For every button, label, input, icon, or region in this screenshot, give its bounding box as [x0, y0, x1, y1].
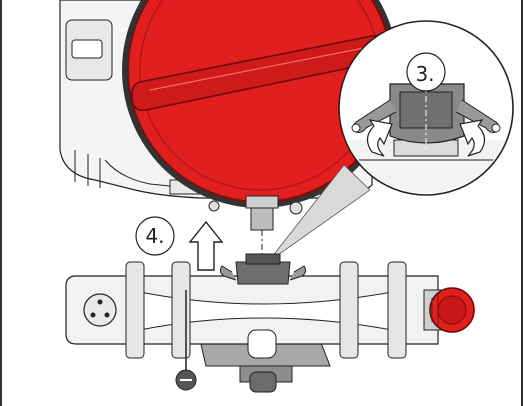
- up-arrow-icon: [188, 220, 224, 271]
- red-lid: [122, 0, 398, 208]
- callout-pointer: [267, 164, 371, 263]
- pump-manifold: [65, 253, 439, 393]
- tank-outlet: [208, 195, 303, 231]
- red-cap: [423, 287, 475, 333]
- step-3-badge: [406, 52, 446, 92]
- curved-arrow-icon: [459, 119, 486, 157]
- curved-arrow-icon: [366, 119, 393, 157]
- detail-zoom-circle: [338, 20, 514, 196]
- step-4-badge: [135, 216, 175, 256]
